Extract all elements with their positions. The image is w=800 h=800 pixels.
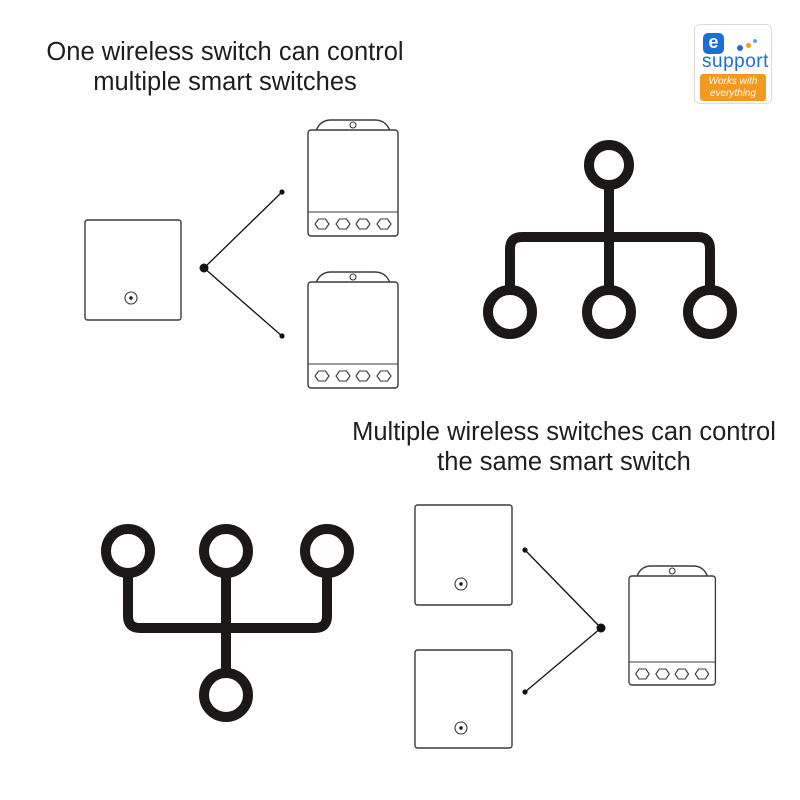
mounting-tab [636, 565, 709, 578]
tree-leaf-node [483, 285, 537, 339]
module-body [628, 575, 717, 686]
ewelink-support-logo: e support Works with everything [694, 24, 772, 104]
screw-terminal [376, 370, 392, 382]
screw-terminal [635, 668, 650, 680]
smart-switch-module [307, 119, 399, 237]
terminal-strip [314, 370, 392, 382]
caption-one-to-many: One wireless switch can control multiple… [15, 37, 435, 97]
indicator-light-dot [459, 726, 463, 730]
tree-leaf-node [683, 285, 737, 339]
wireless-switch [414, 649, 513, 749]
terminal-strip [314, 218, 392, 230]
mounting-tab [315, 271, 391, 284]
switch-panel [414, 649, 513, 749]
wireless-switch [84, 219, 182, 321]
caption-line: multiple smart switches [93, 68, 357, 96]
logo-dot [753, 39, 757, 43]
signal-line [524, 627, 602, 693]
switch-panel [414, 504, 513, 606]
mounting-hole [349, 273, 357, 281]
logo-tagline-line: Works with [708, 76, 758, 87]
indicator-light-icon [454, 577, 468, 591]
wireless-switch [414, 504, 513, 606]
mounting-hole [668, 567, 676, 575]
indicator-light-dot [459, 582, 463, 586]
screw-terminal [335, 218, 351, 230]
many-to-one-tree-icon [101, 524, 354, 722]
logo-tagline-panel: Works with everything [700, 74, 766, 101]
terminal-strip [635, 668, 710, 680]
tree-leaf-node [199, 524, 253, 578]
one-to-many-illustration [84, 119, 399, 389]
indicator-light-dot [129, 296, 133, 300]
signal-links [522, 547, 606, 695]
caption-many-to-one: Multiple wireless switches can control t… [344, 417, 784, 477]
mounting-hole [349, 121, 357, 129]
link-endpoint [279, 333, 285, 339]
screw-terminal [376, 218, 392, 230]
screw-terminal [655, 668, 670, 680]
tree-leaf-node [101, 524, 155, 578]
tree-root-node [584, 140, 634, 190]
logo-tagline-line: everything [709, 87, 757, 99]
hub-node [199, 263, 209, 273]
module-body [307, 129, 399, 237]
link-endpoint [279, 189, 285, 195]
many-to-one-illustration [414, 504, 717, 749]
screw-terminal [314, 218, 330, 230]
logo-dot [737, 45, 743, 51]
link-endpoint [522, 689, 528, 695]
hub-node [596, 623, 606, 633]
smart-switch-module [628, 565, 717, 686]
screw-terminal [694, 668, 710, 680]
screw-terminal [674, 668, 690, 680]
tree-leaf-node [300, 524, 354, 578]
caption-line: One wireless switch can control [46, 38, 404, 66]
switch-panel [84, 219, 182, 321]
logo-dot [746, 43, 751, 48]
signal-line [524, 549, 602, 629]
link-endpoint [522, 547, 528, 553]
module-body [307, 281, 399, 389]
signal-links [199, 189, 285, 339]
tree-root-node [199, 668, 253, 722]
indicator-light-icon [124, 291, 138, 305]
screw-terminal [355, 218, 371, 230]
one-to-many-tree-icon [483, 140, 737, 339]
screw-terminal [335, 370, 351, 382]
caption-line: the same smart switch [437, 448, 691, 476]
screw-terminal [314, 370, 330, 382]
indicator-light-icon [454, 721, 468, 735]
mounting-tab [315, 119, 391, 132]
signal-line [203, 191, 283, 269]
tree-leaf-node [582, 285, 636, 339]
signal-line [203, 267, 283, 337]
screw-terminal [355, 370, 371, 382]
smart-switch-module [307, 271, 399, 389]
caption-line: Multiple wireless switches can control [352, 418, 776, 446]
logo-e-badge-icon: e [703, 33, 724, 54]
logo-wordmark: support [702, 51, 769, 72]
